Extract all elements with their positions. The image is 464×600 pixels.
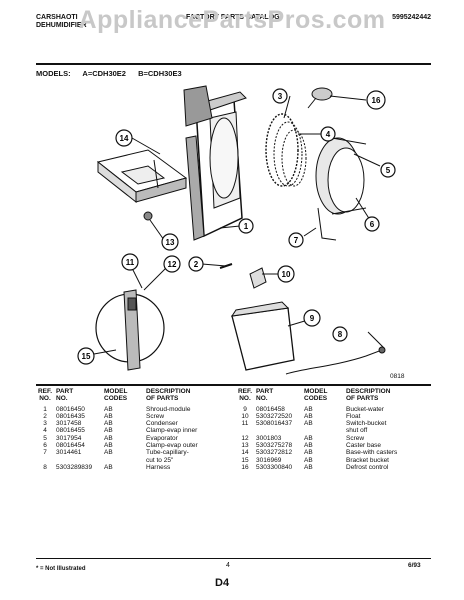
capillary-tube-drawing [317, 207, 337, 241]
callout-8: 8 [332, 326, 348, 342]
not-illustrated-note: * = Not Illustrated [36, 566, 86, 572]
defrost-control-drawing [307, 87, 333, 109]
catalog-date: 6/93 [408, 562, 421, 569]
callout-15: 15 [77, 347, 95, 365]
svg-text:7: 7 [294, 236, 299, 245]
header-brand: CARSHAOTI DEHUMIDIFIER [36, 14, 87, 30]
callout-9: 9 [303, 309, 321, 327]
svg-text:14: 14 [120, 134, 129, 143]
svg-text:12: 12 [168, 260, 177, 269]
callout-labels: 14 1 2 3 4 5 6 7 8 9 10 11 12 13 15 16 [77, 88, 396, 365]
page-code: D4 [215, 577, 230, 589]
header-brand-line2: DEHUMIDIFIER [36, 22, 87, 29]
col-ref: REF.NO. [37, 388, 53, 403]
callout-2: 2 [188, 256, 204, 272]
header-catalog-number: 5995242442 [392, 14, 431, 21]
svg-text:5: 5 [386, 166, 391, 175]
shroud-module-drawing [183, 85, 247, 241]
base-with-casters-drawing [96, 149, 188, 221]
header-catalog-title: FACTORY PARTS CATALOG [186, 14, 280, 21]
callout-11: 11 [121, 253, 139, 271]
svg-text:6: 6 [370, 220, 375, 229]
svg-text:4: 4 [326, 130, 331, 139]
svg-text:15: 15 [82, 352, 91, 361]
model-a: A=CDH30E2 [82, 69, 126, 78]
top-rule [36, 63, 431, 65]
col-ref: REF.NO. [237, 388, 253, 403]
exploded-parts-diagram: 14 1 2 3 4 5 6 7 8 9 10 11 12 13 15 16 [77, 85, 396, 375]
callout-5: 5 [380, 162, 396, 178]
condenser-drawing [265, 113, 307, 187]
svg-text:13: 13 [166, 238, 175, 247]
table-row: shut off [346, 427, 368, 435]
page-number: 4 [226, 562, 230, 569]
callout-16: 16 [366, 90, 386, 110]
svg-text:9: 9 [310, 314, 315, 323]
harness-drawing [285, 349, 383, 375]
evaporator-drawing [315, 137, 367, 215]
svg-text:1: 1 [244, 222, 249, 231]
table-top-rule [36, 384, 431, 386]
diagram-code: 0818 [390, 373, 405, 380]
svg-text:2: 2 [194, 260, 199, 269]
callout-13: 13 [161, 233, 179, 251]
model-b: B=CDH30E3 [138, 69, 182, 78]
svg-text:10: 10 [282, 270, 291, 279]
svg-text:11: 11 [126, 258, 135, 267]
callout-14: 14 [115, 129, 133, 147]
header-brand-line1: CARSHAOTI [36, 14, 78, 21]
footer-rule [36, 558, 431, 559]
models-label: MODELS: [36, 69, 71, 78]
callout-1: 1 [238, 218, 254, 234]
water-bucket-drawing [230, 301, 295, 371]
float-drawing [249, 267, 267, 289]
models-line: MODELS: A=CDH30E2 B=CDH30E3 [36, 69, 192, 78]
callout-12: 12 [163, 255, 181, 273]
callout-4: 4 [320, 126, 336, 142]
switch-bracket-detail [95, 289, 165, 371]
callout-10: 10 [277, 265, 295, 283]
callout-3: 3 [272, 88, 288, 104]
table-row: cut to 25" [146, 456, 174, 464]
callout-6: 6 [364, 216, 380, 232]
svg-text:3: 3 [278, 92, 283, 101]
watermark: AppliancePartsPros.com [78, 6, 386, 34]
callout-7: 7 [288, 232, 304, 248]
svg-text:16: 16 [372, 96, 381, 105]
page-header: CARSHAOTI DEHUMIDIFIER FACTORY PARTS CAT… [36, 14, 431, 48]
svg-text:8: 8 [338, 330, 343, 339]
